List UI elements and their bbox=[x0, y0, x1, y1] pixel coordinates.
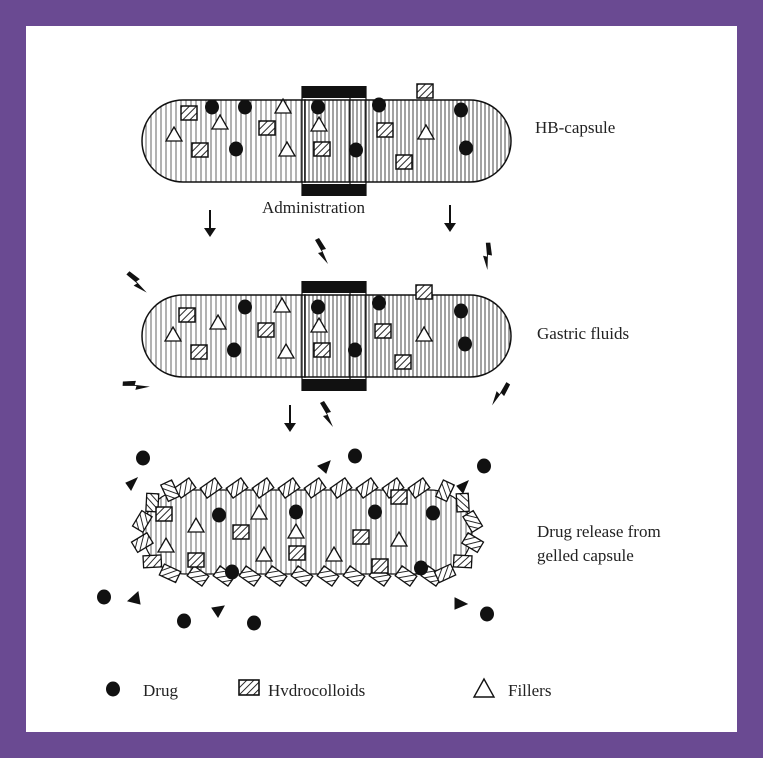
fluid-bolt-icon bbox=[121, 374, 150, 398]
gastric-capsule bbox=[142, 281, 511, 391]
down-arrow-icon bbox=[284, 405, 296, 432]
hydrocolloid-particle bbox=[188, 553, 204, 567]
drug-particle bbox=[372, 98, 386, 113]
drug-particle bbox=[426, 506, 440, 521]
released-drug-particle bbox=[348, 449, 362, 464]
hb-capsule bbox=[142, 84, 511, 196]
release-arrow-icon bbox=[212, 606, 224, 617]
drug-particle bbox=[311, 300, 325, 315]
hydrocolloid-particle bbox=[391, 490, 407, 504]
drug-particle bbox=[349, 143, 363, 158]
hydrocolloid-particle bbox=[156, 507, 172, 521]
legend: Drug Hvdrocolloids Fillers bbox=[106, 679, 551, 700]
drug-particle bbox=[289, 505, 303, 520]
drug-particle bbox=[459, 141, 473, 156]
released-drug-particle bbox=[247, 616, 261, 631]
released-drug-particle bbox=[480, 607, 494, 622]
hydrocolloid-particle bbox=[233, 525, 249, 539]
hydrocolloid-particle bbox=[259, 121, 275, 135]
drug-particle bbox=[238, 100, 252, 115]
drug-particle bbox=[458, 337, 472, 352]
hydrocolloid-particle bbox=[181, 106, 197, 120]
legend-fillers-label: Fillers bbox=[508, 681, 551, 700]
released-drug-particle bbox=[97, 590, 111, 605]
hydrocolloid-particle bbox=[314, 343, 330, 357]
legend-drug-label: Drug bbox=[143, 681, 178, 700]
fluid-bolt-icon bbox=[476, 241, 499, 270]
drug-particle bbox=[348, 343, 362, 358]
hydrocolloid-particle bbox=[192, 143, 208, 157]
label-hb-capsule: HB-capsule bbox=[535, 118, 615, 137]
hydrocolloid-particle bbox=[396, 155, 412, 169]
fluid-bolt-icon bbox=[315, 238, 328, 264]
legend-hydrocolloids-label: Hvdrocolloids bbox=[268, 681, 365, 700]
hydrocolloid-particle bbox=[179, 308, 195, 322]
hydrocolloid-particle bbox=[289, 546, 305, 560]
drug-particle bbox=[414, 561, 428, 576]
released-drug-particle bbox=[177, 614, 191, 629]
label-gastric-fluids: Gastric fluids bbox=[537, 324, 629, 343]
label-drug-release-line1: Drug release from bbox=[537, 522, 661, 541]
label-administration: Administration bbox=[262, 198, 365, 217]
drug-particle bbox=[238, 300, 252, 315]
drug-particle bbox=[225, 565, 239, 580]
hydrocolloid-particle bbox=[372, 559, 388, 573]
hydrocolloid-particle bbox=[314, 142, 330, 156]
hydrocolloid-particle bbox=[377, 123, 393, 137]
hydrocolloid-particle bbox=[258, 323, 274, 337]
drug-particle bbox=[229, 142, 243, 157]
release-arrow-icon bbox=[128, 592, 140, 604]
hydrocolloid-particle bbox=[353, 530, 369, 544]
down-arrow-icon bbox=[444, 205, 456, 232]
legend-filler-icon bbox=[474, 679, 494, 697]
release-arrow-icon bbox=[318, 461, 330, 473]
drug-particle bbox=[311, 100, 325, 115]
hydrocolloid-particle bbox=[191, 345, 207, 359]
release-arrow-icon bbox=[457, 481, 468, 493]
drug-particle bbox=[212, 508, 226, 523]
drug-particle bbox=[454, 304, 468, 319]
hydrocolloid-particle bbox=[395, 355, 411, 369]
release-arrow-icon bbox=[455, 598, 467, 609]
legend-hydrocolloid-icon bbox=[239, 680, 259, 695]
drug-particle bbox=[372, 296, 386, 311]
gelled-capsule bbox=[131, 478, 483, 586]
gel-particle bbox=[456, 493, 469, 512]
released-drug-particle bbox=[477, 459, 491, 474]
release-arrow-icon bbox=[126, 478, 137, 490]
hydrocolloid-particle bbox=[375, 324, 391, 338]
drug-particle bbox=[368, 505, 382, 520]
fluid-bolt-icon bbox=[126, 268, 147, 297]
drug-particle bbox=[205, 100, 219, 115]
hydrocolloid-particle bbox=[417, 84, 433, 98]
label-drug-release-line2: gelled capsule bbox=[537, 546, 634, 565]
gel-particle bbox=[143, 555, 162, 568]
legend-drug-icon bbox=[106, 682, 120, 697]
down-arrow-icon bbox=[204, 210, 216, 237]
gel-particle bbox=[453, 555, 472, 568]
hydrocolloid-particle bbox=[416, 285, 432, 299]
released-drug-particle bbox=[136, 451, 150, 466]
fluid-bolt-icon bbox=[320, 401, 333, 427]
drug-particle bbox=[454, 103, 468, 118]
fluid-bolt-icon bbox=[486, 381, 515, 405]
drug-particle bbox=[227, 343, 241, 358]
